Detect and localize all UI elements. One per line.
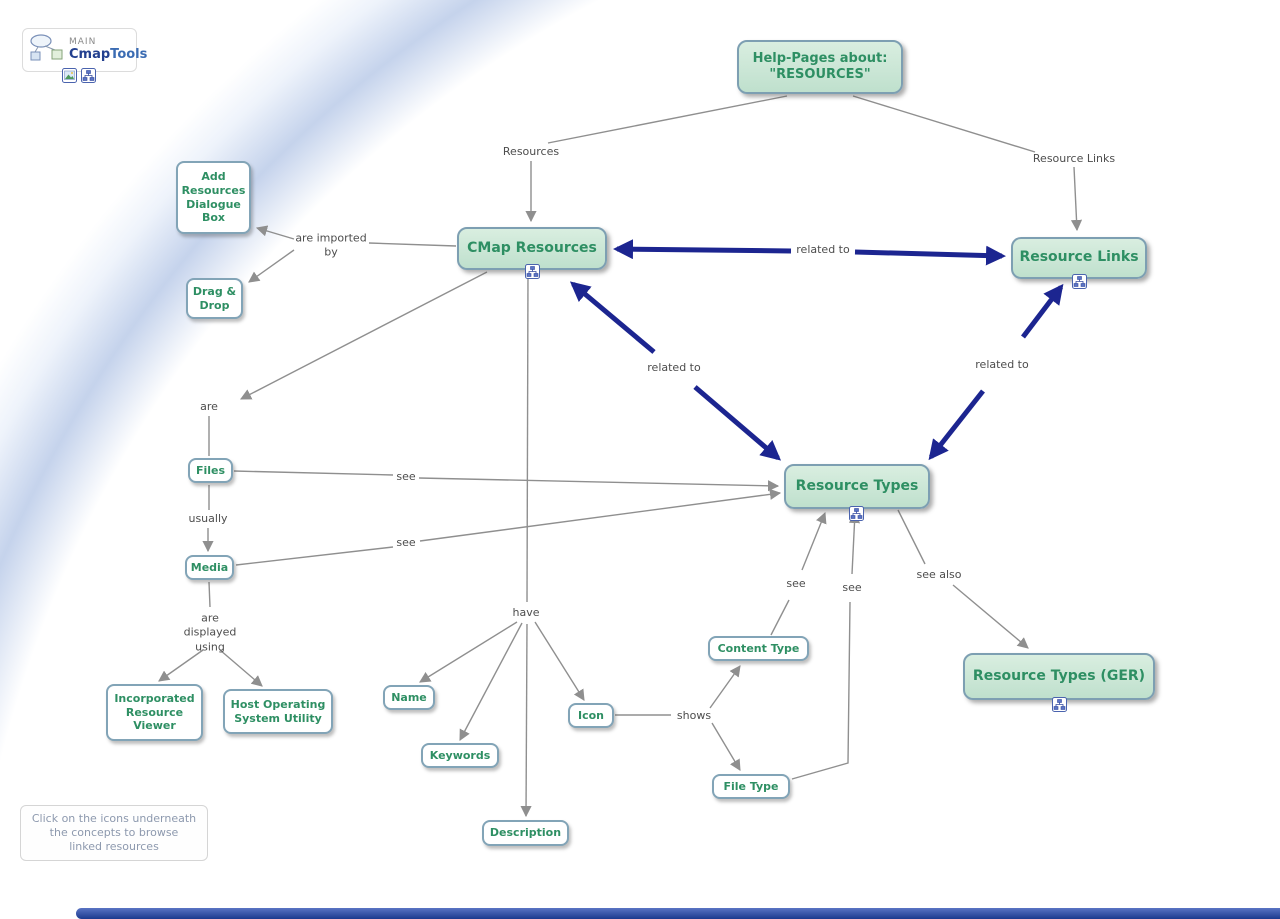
concept-incorporated-viewer[interactable]: Incorporated Resource Viewer xyxy=(106,684,203,741)
edge-seealso-to-ger xyxy=(952,584,1029,649)
edge-cmap-to-have xyxy=(526,271,529,603)
edge-see-to-restypes-2 xyxy=(419,488,782,542)
concept-file-type[interactable]: File Type xyxy=(712,774,790,799)
edge-reslinks-label-to-node xyxy=(1070,166,1083,232)
logo-text: MAIN CmapTools xyxy=(69,37,147,62)
edge-have-to-description xyxy=(520,623,532,818)
edge-see-to-restypes-3 xyxy=(801,511,827,571)
edge-related-left-b xyxy=(693,385,782,461)
logo-brand-cmap: Cmap xyxy=(69,46,111,62)
cmaptools-logo[interactable]: MAIN CmapTools xyxy=(22,28,147,72)
edge-imported-to-dialogue xyxy=(255,225,295,240)
edge-cmap-to-imported-label xyxy=(368,242,457,247)
link-label-resources: Resources xyxy=(502,144,560,158)
edge-help-to-resources-label xyxy=(547,95,788,144)
sitemap-resource-icon[interactable] xyxy=(1052,697,1067,712)
concept-files[interactable]: Files xyxy=(188,458,233,483)
link-label-related-to-right: related to xyxy=(975,357,1029,371)
edge-restypes-to-seealso xyxy=(897,509,926,565)
link-label-are: are xyxy=(200,399,218,413)
concept-name[interactable]: Name xyxy=(383,685,435,710)
concept-description[interactable]: Description xyxy=(482,820,569,846)
edge-related-top-a xyxy=(613,239,792,260)
edge-displayed-to-hostutility xyxy=(219,649,263,687)
concept-resource-types-ger[interactable]: Resource Types (GER) xyxy=(963,653,1155,700)
edge-shows-to-filetype xyxy=(711,722,741,771)
link-label-see-filetype: see xyxy=(842,580,862,594)
link-label-related-to-top: related to xyxy=(796,242,850,256)
edge-cmap-to-are xyxy=(240,271,488,400)
link-label-resource-links: Resource Links xyxy=(1032,151,1116,165)
concept-keywords[interactable]: Keywords xyxy=(421,743,499,768)
concept-help-pages[interactable]: Help-Pages about: "RESOURCES" xyxy=(737,40,903,94)
concept-resource-types[interactable]: Resource Types xyxy=(784,464,930,509)
link-label-shows: shows xyxy=(676,708,712,722)
edge-shows-to-contenttype xyxy=(709,665,741,709)
edge-have-to-icon xyxy=(534,621,585,701)
link-label-are-imported-by: are imported by xyxy=(295,231,367,259)
link-label-see-also: see also xyxy=(916,567,962,581)
edge-see-to-restypes-1 xyxy=(418,477,780,492)
sitemap-resource-icon[interactable] xyxy=(849,506,864,521)
edge-filetype-to-see xyxy=(791,601,851,780)
navy-edges xyxy=(569,239,1064,461)
link-label-are-displayed-using: are displayed using xyxy=(183,611,237,654)
edge-media-to-see xyxy=(235,546,394,566)
concept-add-resources-dialogue[interactable]: Add Resources Dialogue Box xyxy=(176,161,251,234)
edge-contenttype-to-see xyxy=(770,599,790,636)
instructions-note: Click on the icons underneath the concep… xyxy=(20,805,208,861)
edge-have-to-name xyxy=(419,621,518,683)
link-label-see-media: see xyxy=(396,535,416,549)
sitemap-resource-icon[interactable] xyxy=(1072,274,1087,289)
logo-brand: CmapTools xyxy=(69,48,147,62)
sitemap-resource-icon[interactable] xyxy=(81,68,96,83)
edge-related-right-b xyxy=(928,389,985,461)
concept-drag-drop[interactable]: Drag & Drop xyxy=(186,278,243,319)
edge-related-top-b xyxy=(854,245,1006,266)
concept-resource-links[interactable]: Resource Links xyxy=(1011,237,1147,279)
concept-content-type[interactable]: Content Type xyxy=(708,636,809,661)
concept-cmap-resources[interactable]: CMap Resources xyxy=(457,227,607,270)
image-icon[interactable] xyxy=(62,68,77,83)
edge-related-right-a xyxy=(1021,283,1064,339)
link-label-related-to-left: related to xyxy=(647,360,701,374)
link-label-see-content: see xyxy=(786,576,806,590)
link-label-have: have xyxy=(512,605,540,619)
concept-icon[interactable]: Icon xyxy=(568,703,614,728)
edge-help-to-reslinks-label xyxy=(852,95,1036,153)
link-label-usually: usually xyxy=(188,511,228,525)
concept-host-utility[interactable]: Host Operating System Utility xyxy=(223,689,333,734)
logo-brand-tools: Tools xyxy=(110,46,148,62)
link-label-see-files: see xyxy=(396,469,416,483)
concept-media[interactable]: Media xyxy=(185,555,234,580)
sitemap-resource-icon[interactable] xyxy=(525,264,540,279)
edge-have-to-keywords xyxy=(459,622,523,741)
edge-imported-to-dragdrop xyxy=(248,249,295,283)
bottom-blue-bar xyxy=(76,908,1280,919)
cmap-logo-graphic xyxy=(29,33,65,67)
edge-displayed-to-viewer xyxy=(158,649,204,682)
edge-media-to-displayed xyxy=(208,581,211,608)
logo-main-label: MAIN xyxy=(69,37,97,48)
edge-related-left-a xyxy=(569,281,656,354)
edge-see-to-restypes-4 xyxy=(848,511,861,575)
edge-files-to-see xyxy=(233,470,394,476)
